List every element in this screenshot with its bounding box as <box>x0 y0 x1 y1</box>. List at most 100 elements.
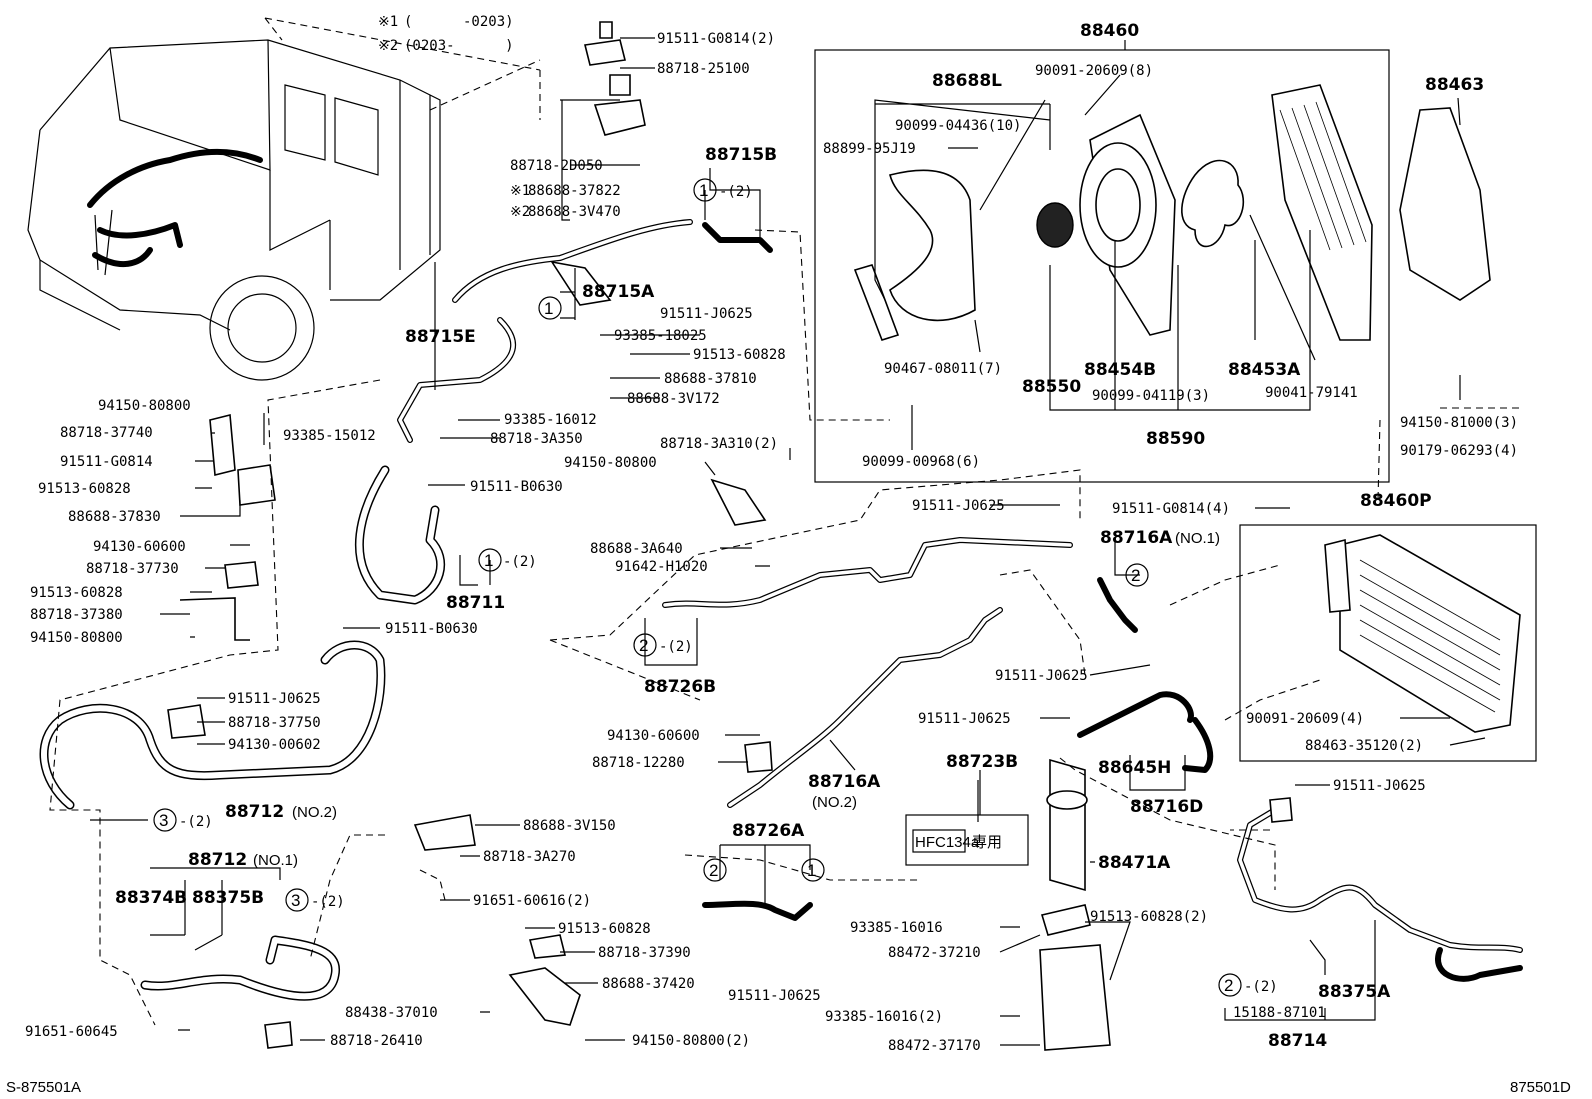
part-93385-16016: 93385-16016 <box>850 920 943 936</box>
part-91513-60828-d: 91513-60828 <box>558 921 651 937</box>
label-88715B: 88715B <box>705 145 777 165</box>
part-94130-00602: 94130-00602 <box>228 737 321 753</box>
part-91511-G0814-4: 91511-G0814(4) <box>1112 501 1230 517</box>
qty-1c: -(2) <box>503 554 537 570</box>
part-94150-80800-c: 94150-80800 <box>564 455 657 471</box>
part-88438-37010: 88438-37010 <box>345 1005 438 1021</box>
part-88688-37830: 88688-37830 <box>68 509 161 525</box>
part-88688-3V150: 88688-3V150 <box>523 818 616 834</box>
part-91511-G0814: 91511-G0814 <box>60 454 153 470</box>
part-88718-3A350: 88718-3A350 <box>490 431 583 447</box>
label-88711: 88711 <box>446 593 505 613</box>
sticker-exclusive: 専用 <box>972 834 1002 851</box>
part-88472-37170: 88472-37170 <box>888 1038 981 1054</box>
label-88712-no2-sfx: (NO.2) <box>292 804 337 821</box>
circled-references: 1 1 1 1 2 2 2 2 3 3 <box>153 178 1242 997</box>
part-91511-G0814-2: 91511-G0814(2) <box>657 31 775 47</box>
part-91511-J0625-d: 91511-J0625 <box>995 668 1088 684</box>
part-91511-B0630-b: 91511-B0630 <box>385 621 478 637</box>
label-88712-no2: 88712 <box>225 802 284 822</box>
part-88718-37740: 88718-37740 <box>60 425 153 441</box>
part-88463-35120-2: 88463-35120(2) <box>1305 738 1423 754</box>
label-88463: 88463 <box>1425 75 1484 95</box>
fan-assembly-box <box>814 49 1390 483</box>
part-94150-80800-b: 94150-80800 <box>30 630 123 646</box>
part-91642-H1020: 91642-H1020 <box>615 559 708 575</box>
label-88712-no1: 88712 <box>188 850 247 870</box>
part-88718-26410: 88718-26410 <box>330 1033 423 1049</box>
label-88715E: 88715E <box>405 327 476 347</box>
truck-illustration <box>27 17 541 381</box>
note-2-text: (0203- ) <box>404 38 514 54</box>
part-88718-37390: 88718-37390 <box>598 945 691 961</box>
part-90099-04436-10: 90099-04436(10) <box>895 118 1021 134</box>
part-91511-J0625-e: 91511-J0625 <box>918 711 1011 727</box>
fan-motor-assembly <box>1036 113 1245 336</box>
part-88718-37730: 88718-37730 <box>86 561 179 577</box>
part-94130-60600-b: 94130-60600 <box>607 728 700 744</box>
part-88688-37810: 88688-37810 <box>664 371 757 387</box>
part-number-labels: 91511-G0814(2) 88718-25100 88718-2D050 ※… <box>25 31 1518 1054</box>
label-88453A: 88453A <box>1228 360 1301 380</box>
part-94150-80800-2: 94150-80800(2) <box>632 1033 750 1049</box>
part-94130-60600-a: 94130-60600 <box>93 539 186 555</box>
bracket-88463 <box>1399 107 1491 301</box>
part-88718-3A270: 88718-3A270 <box>483 849 576 865</box>
qty-3a: -(2) <box>179 814 213 830</box>
part-88718-3A310-2: 88718-3A310(2) <box>660 436 778 452</box>
radiator-core <box>1271 84 1373 341</box>
condenser <box>1324 534 1521 733</box>
label-88550: 88550 <box>1022 377 1081 397</box>
part-91513-60828-c: 91513-60828 <box>30 585 123 601</box>
label-88460P: 88460P <box>1360 491 1432 511</box>
note-1-mark: ※1 <box>378 14 398 30</box>
note-1-text: ( -0203) <box>404 14 514 30</box>
label-88726A: 88726A <box>732 821 805 841</box>
ref-circle-1b: 1 <box>544 299 553 318</box>
label-88716A-no1-sfx: (NO.1) <box>1175 530 1220 547</box>
part-88688-37420: 88688-37420 <box>602 976 695 992</box>
part-88718-2D050: 88718-2D050 <box>510 158 603 174</box>
note-2-mark: ※2 <box>378 38 398 54</box>
part-91513-60828-2: 91513-60828(2) <box>1090 909 1208 925</box>
ref-circle-3b: 3 <box>291 891 300 910</box>
footer-right-code: 875501D <box>1510 1079 1571 1096</box>
part-94150-81000-3: 94150-81000(3) <box>1400 415 1518 431</box>
refrigerant-lines <box>39 219 1523 1001</box>
part-90179-06293-4: 90179-06293(4) <box>1400 443 1518 459</box>
part-90041-79141: 90041-79141 <box>1265 385 1358 401</box>
qty-1a: -(2) <box>719 184 753 200</box>
ref-circle-2d: 2 <box>1224 976 1233 995</box>
part-88472-37210: 88472-37210 <box>888 945 981 961</box>
part-88718-37750: 88718-37750 <box>228 715 321 731</box>
part-88899-95J19: 88899-95J19 <box>823 141 916 157</box>
qty-2d: -(2) <box>1244 979 1278 995</box>
part-88688-3V172: 88688-3V172 <box>627 391 720 407</box>
label-88716A-no1: 88716A <box>1100 528 1173 548</box>
part-88718-37380: 88718-37380 <box>30 607 123 623</box>
label-88723B: 88723B <box>946 752 1018 772</box>
sticker-refrigerant: HFC134a <box>915 834 980 851</box>
part-93385-16012: 93385-16012 <box>504 412 597 428</box>
part-93385-15012: 93385-15012 <box>283 428 376 444</box>
part-90091-20609-4: 90091-20609(4) <box>1246 711 1364 727</box>
part-90099-00968-6: 90099-00968(6) <box>862 454 980 470</box>
part-88688-37822: 88688-37822 <box>528 183 621 199</box>
part-91511-J0625-b: 91511-J0625 <box>228 691 321 707</box>
caution-label-88723b: HFC134a 専用 <box>905 770 1029 866</box>
ref-circle-2b: 2 <box>1131 566 1140 585</box>
part-88718-12280: 88718-12280 <box>592 755 685 771</box>
part-93385-18025: 93385-18025 <box>614 328 707 344</box>
label-88460: 88460 <box>1080 21 1139 41</box>
part-91513-60828-a: 91513-60828 <box>693 347 786 363</box>
label-88714: 88714 <box>1268 1031 1327 1051</box>
label-88374B: 88374B <box>115 888 187 908</box>
label-88716D: 88716D <box>1130 797 1203 817</box>
note2-mark-b: ※2 <box>510 204 530 220</box>
part-91511-J0625-f: 91511-J0625 <box>728 988 821 1004</box>
fan-shroud <box>853 169 976 341</box>
label-88590: 88590 <box>1146 429 1205 449</box>
condenser-box <box>1239 524 1537 762</box>
ref-circle-1a: 1 <box>699 181 708 200</box>
part-91511-J0625-g: 91511-J0625 <box>1333 778 1426 794</box>
